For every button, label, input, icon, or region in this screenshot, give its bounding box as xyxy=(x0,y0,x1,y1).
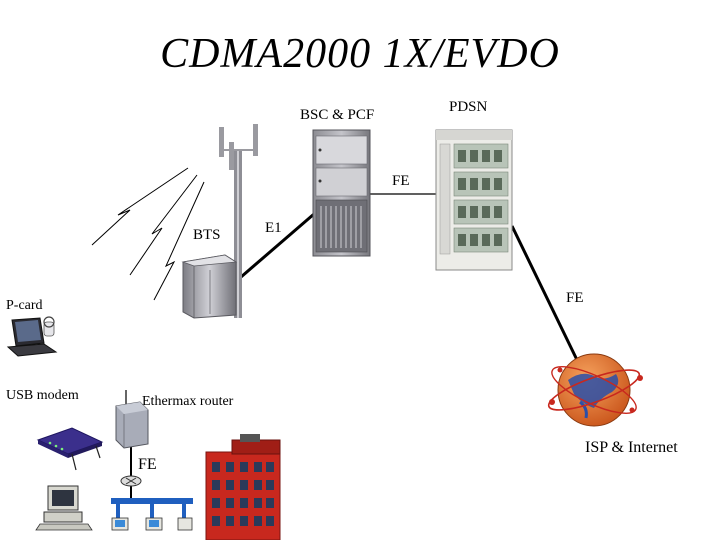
pdsn-label: PDSN xyxy=(449,99,488,115)
radio-waves xyxy=(91,167,205,301)
fe-label-pdsn: FE xyxy=(392,173,410,189)
bts-cabinet-icon xyxy=(181,254,238,319)
internet-globe-icon xyxy=(547,353,643,427)
page-title: CDMA2000 1X/EVDO xyxy=(160,31,560,77)
isp-internet-label: ISP & Internet xyxy=(585,439,678,456)
ethermax-router-label: Ethermax router xyxy=(142,394,234,409)
fe-label-router: FE xyxy=(138,456,157,473)
e1-label: E1 xyxy=(265,220,282,236)
bts-label: BTS xyxy=(193,227,221,243)
p-card-label: P-card xyxy=(6,298,43,313)
pdsn-chassis-icon xyxy=(435,129,513,271)
usb-modem-label: USB modem xyxy=(6,388,79,403)
lan-network-icon xyxy=(111,475,193,531)
fe-link-pdsn-isp xyxy=(510,225,580,363)
e1-link xyxy=(240,212,315,279)
desktop-computer-icon xyxy=(35,485,93,531)
antenna-tower-icon xyxy=(219,124,258,318)
fe-label-isp: FE xyxy=(566,290,584,306)
bsc-pcf-rack-icon xyxy=(312,129,371,257)
bsc-pcf-label: BSC & PCF xyxy=(300,107,375,123)
building-icon xyxy=(205,434,281,540)
laptop-icon xyxy=(6,316,58,357)
usb-modem-icon xyxy=(36,427,104,471)
ethermax-router-icon xyxy=(115,390,149,449)
